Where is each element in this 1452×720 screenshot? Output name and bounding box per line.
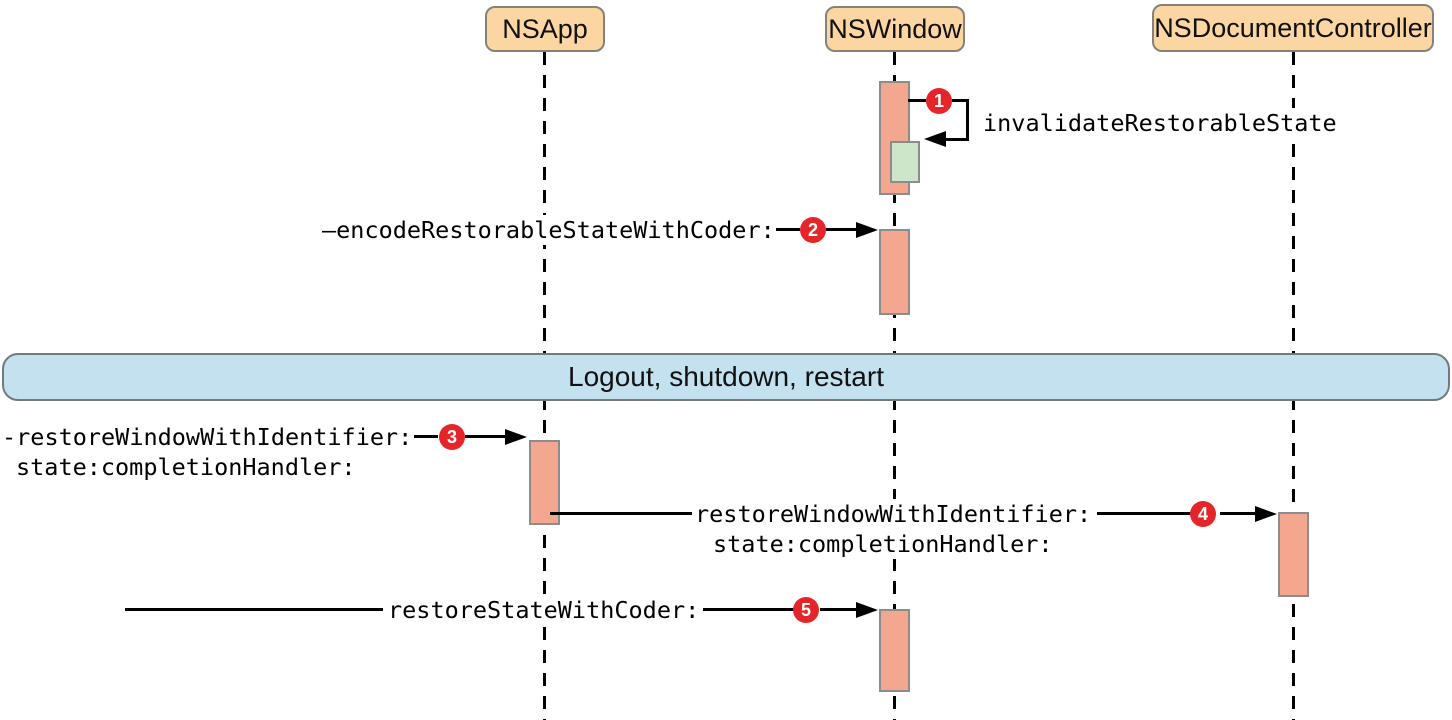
activation-nswindow-2 <box>879 229 910 315</box>
activation-nsapp <box>529 440 560 525</box>
message-4-line-c <box>1220 512 1256 515</box>
message-1-line-down <box>966 99 969 141</box>
step-badge-3-number: 3 <box>446 427 457 447</box>
actor-nsdocumentcontroller-label: NSDocumentController <box>1154 12 1432 43</box>
step-badge-5-number: 5 <box>800 600 811 620</box>
message-1-label: invalidateRestorableState <box>983 108 1337 138</box>
actor-nsdocumentcontroller: NSDocumentController <box>1152 4 1434 52</box>
message-1-line-b <box>952 99 969 102</box>
message-2-label: —encodeRestorableStateWithCoder: <box>322 215 775 245</box>
message-2-line-b <box>826 228 858 231</box>
actor-nsapp-label: NSApp <box>502 13 588 44</box>
nested-activation-nswindow <box>890 141 920 183</box>
step-badge-2: 2 <box>800 217 826 243</box>
step-badge-4: 4 <box>1190 501 1216 527</box>
message-1-line-a <box>908 99 926 102</box>
message-3-line-b <box>465 435 506 438</box>
step-badge-2-number: 2 <box>807 220 818 240</box>
message-5-arrowhead <box>856 602 878 618</box>
step-badge-1: 1 <box>926 88 952 114</box>
message-3-line-a <box>414 435 438 438</box>
message-3-arrowhead <box>505 429 527 445</box>
message-4-arrowhead <box>1255 506 1277 522</box>
message-5-line-b <box>703 608 794 611</box>
message-5-line-c <box>820 608 857 611</box>
step-badge-1-number: 1 <box>933 91 944 111</box>
step-badge-3: 3 <box>439 424 465 450</box>
message-5-label: restoreStateWithCoder: <box>388 595 700 625</box>
message-2-line-a <box>776 228 800 231</box>
actor-nswindow: NSWindow <box>825 6 965 52</box>
message-2-arrowhead <box>856 222 878 238</box>
phase-band: Logout, shutdown, restart <box>2 353 1450 401</box>
activation-nswindow-3 <box>879 609 910 692</box>
phase-band-label: Logout, shutdown, restart <box>568 361 884 392</box>
actor-nsapp: NSApp <box>485 6 605 52</box>
message-1-arrowhead <box>924 131 946 147</box>
message-4-label-line1: restoreWindowWithIdentifier: <box>695 499 1092 529</box>
message-4-line-a <box>550 512 692 515</box>
message-1-line-c <box>946 138 969 141</box>
activation-nsdocumentcontroller <box>1278 512 1309 597</box>
message-5-line-a <box>125 608 383 611</box>
step-badge-5: 5 <box>793 597 819 623</box>
step-badge-4-number: 4 <box>1197 504 1208 524</box>
message-3-label-line2: state:completionHandler: <box>16 452 356 482</box>
message-4-line-b <box>1097 512 1197 515</box>
actor-nswindow-label: NSWindow <box>828 13 962 44</box>
message-3-label-line1: -restoreWindowWithIdentifier: <box>2 422 413 452</box>
message-4-label-line2: state:completionHandler: <box>713 529 1053 559</box>
